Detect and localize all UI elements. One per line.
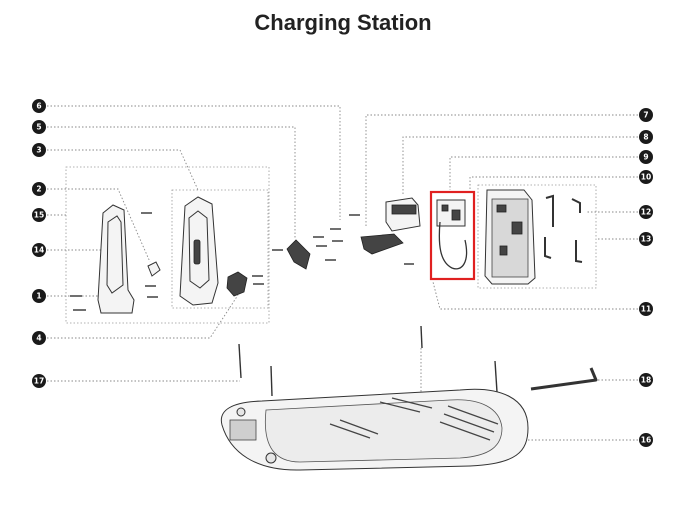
page-title: Charging Station <box>254 10 432 35</box>
callout-6: 6 <box>32 99 46 113</box>
part-clip <box>147 261 161 277</box>
part-charging-module <box>360 233 404 255</box>
svg-text:11: 11 <box>641 305 651 314</box>
svg-text:18: 18 <box>641 376 651 385</box>
svg-text:6: 6 <box>36 102 41 111</box>
group-box-right <box>477 184 597 289</box>
callout-13: 13 <box>639 232 653 246</box>
part-base-plate <box>220 388 529 471</box>
svg-text:17: 17 <box>34 377 44 386</box>
callout-10: 10 <box>639 170 653 184</box>
part-hex-key <box>530 367 598 391</box>
svg-text:4: 4 <box>36 334 41 343</box>
callout-11: 11 <box>639 302 653 316</box>
leader-lines <box>47 105 638 441</box>
screws-small <box>70 212 414 311</box>
part-front-cover <box>179 196 219 306</box>
svg-text:14: 14 <box>34 246 44 255</box>
part-latch <box>226 271 248 297</box>
callout-1: 1 <box>32 289 46 303</box>
svg-text:9: 9 <box>643 153 648 162</box>
svg-text:12: 12 <box>641 208 651 217</box>
svg-text:3: 3 <box>36 146 41 155</box>
svg-text:1: 1 <box>36 292 41 301</box>
svg-text:13: 13 <box>641 235 651 244</box>
callout-14: 14 <box>32 243 46 257</box>
callout-18: 18 <box>639 373 653 387</box>
callout-15: 15 <box>32 208 46 222</box>
group-box-left <box>65 166 270 324</box>
part-back-shell <box>97 204 135 314</box>
svg-text:16: 16 <box>641 436 651 445</box>
callout-7: 7 <box>639 108 653 122</box>
svg-text:8: 8 <box>643 133 648 142</box>
svg-text:5: 5 <box>36 123 41 132</box>
part-ground-stakes <box>238 325 498 397</box>
svg-text:7: 7 <box>643 111 648 120</box>
part-brackets <box>544 194 583 263</box>
callout-16: 16 <box>639 433 653 447</box>
svg-text:2: 2 <box>36 185 41 194</box>
svg-text:10: 10 <box>641 173 651 182</box>
svg-text:15: 15 <box>34 211 44 220</box>
group-box-cover <box>171 189 269 309</box>
part-main-housing <box>484 189 536 285</box>
callout-17: 17 <box>32 374 46 388</box>
part-contact-bracket <box>286 239 311 270</box>
part-battery-block <box>385 197 421 232</box>
callout-5: 5 <box>32 120 46 134</box>
callout-3: 3 <box>32 143 46 157</box>
callout-8: 8 <box>639 130 653 144</box>
callout-9: 9 <box>639 150 653 164</box>
part-pcb-cable <box>436 199 468 270</box>
callout-12: 12 <box>639 205 653 219</box>
highlighted-part-box <box>429 190 476 281</box>
callout-4: 4 <box>32 331 46 345</box>
callout-2: 2 <box>32 182 46 196</box>
